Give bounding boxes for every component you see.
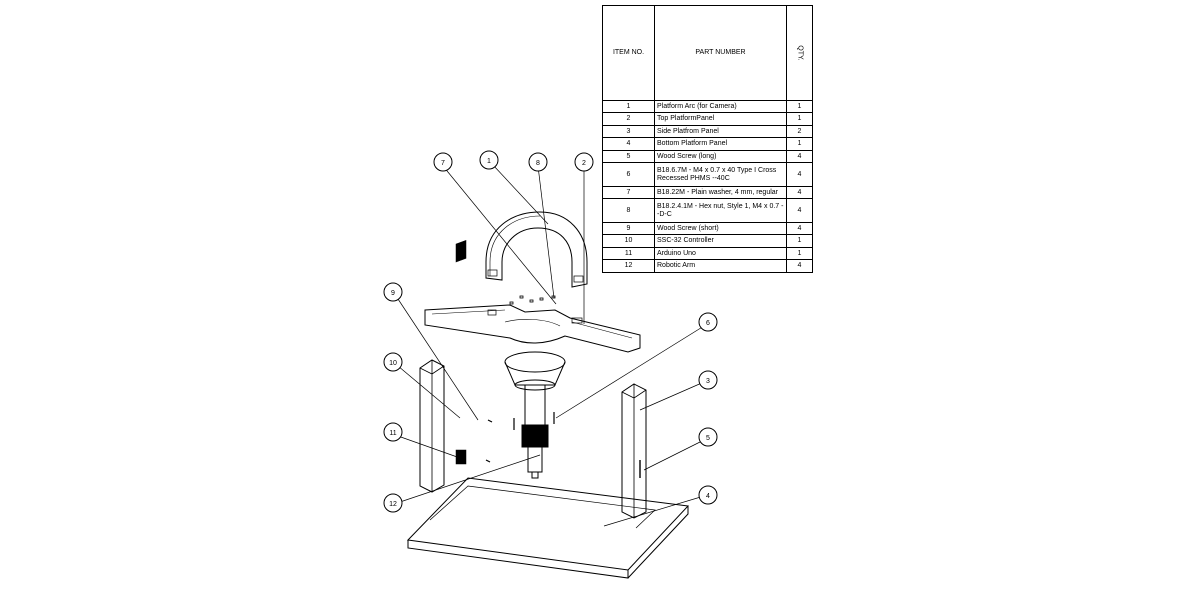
svg-text:9: 9	[391, 290, 395, 297]
qty-cell: 4	[786, 259, 813, 273]
item-no-cell: 5	[602, 149, 655, 164]
balloon-6: 6	[698, 312, 718, 332]
qty-cell: 4	[786, 149, 813, 164]
qty-cell: 1	[786, 137, 813, 151]
item-no-header: ITEM NO.	[602, 5, 655, 101]
part-number-cell: Wood Screw (long)	[654, 149, 787, 164]
top-platform-panel-part	[424, 304, 641, 353]
balloon-11: 11	[383, 422, 403, 442]
item-no-cell: 3	[602, 124, 655, 139]
item-no-cell: 4	[602, 137, 655, 151]
qty-cell: 1	[786, 246, 813, 261]
part-number-cell: Bottom Platform Panel	[654, 137, 787, 151]
part-number-header: PART NUMBER	[654, 5, 787, 101]
screw-set	[485, 412, 555, 463]
part-number-cell: Platform Arc (for Camera)	[654, 99, 787, 114]
qty-cell: 4	[786, 198, 813, 223]
part-number-cell: Wood Screw (short)	[654, 221, 787, 236]
bom-header-row: ITEM NO. PART NUMBER QTY.	[602, 5, 813, 101]
svg-text:6: 6	[706, 320, 710, 327]
qty-cell: 4	[786, 162, 813, 187]
svg-text:5: 5	[706, 435, 710, 442]
svg-text:2: 2	[582, 160, 586, 167]
part-number-cell: B18.22M - Plain washer, 4 mm, regular	[654, 185, 787, 200]
part-number-cell: B18.6.7M - M4 x 0.7 x 40 Type I Cross Re…	[654, 162, 787, 187]
balloon-12: 12	[383, 493, 403, 513]
item-no-cell: 12	[602, 259, 655, 273]
item-no-cell: 10	[602, 234, 655, 248]
item-no-cell: 11	[602, 246, 655, 261]
part-number-cell: Arduino Uno	[654, 246, 787, 261]
svg-text:11: 11	[389, 430, 396, 437]
balloon-4: 4	[698, 485, 718, 505]
qty-cell: 1	[786, 234, 813, 248]
side-platform-panel-right-part	[621, 383, 647, 519]
qty-cell: 1	[786, 99, 813, 114]
qty-cell: 1	[786, 112, 813, 126]
part-number-cell: B18.2.4.1M - Hex nut, Style 1, M4 x 0.7 …	[654, 198, 787, 223]
svg-text:4: 4	[706, 493, 710, 500]
part-number-cell: Top PlatformPanel	[654, 112, 787, 126]
balloon-3: 3	[698, 370, 718, 390]
qty-cell: 2	[786, 124, 813, 139]
svg-text:1: 1	[487, 158, 491, 165]
svg-text:12: 12	[389, 501, 397, 508]
item-no-cell: 6	[602, 162, 655, 187]
svg-text:10: 10	[389, 360, 397, 367]
side-platform-panel-left-part	[419, 359, 445, 493]
qty-cell: 4	[786, 221, 813, 236]
item-no-cell: 1	[602, 99, 655, 114]
balloon-9: 9	[383, 282, 403, 302]
fastener-group-top	[509, 295, 556, 305]
balloon-5: 5	[698, 427, 718, 447]
item-no-cell: 2	[602, 112, 655, 126]
platform-arc-part	[485, 211, 588, 288]
controller-boards	[455, 240, 467, 465]
part-number-cell: SSC-32 Controller	[654, 234, 787, 248]
part-number-cell: Side Platfrom Panel	[654, 124, 787, 139]
bottom-platform-panel-part	[406, 477, 690, 579]
balloon-2: 2	[574, 152, 594, 172]
balloon-10: 10	[383, 352, 403, 372]
item-no-cell: 9	[602, 221, 655, 236]
qty-header: QTY.	[786, 5, 813, 101]
item-no-cell: 8	[602, 198, 655, 223]
robotic-arm-part	[504, 351, 566, 479]
svg-text:8: 8	[536, 160, 540, 167]
leader-lines	[395, 164, 705, 527]
balloon-1: 1	[479, 150, 499, 170]
item-no-cell: 7	[602, 185, 655, 200]
balloon-7: 7	[433, 152, 453, 172]
part-number-cell: Robotic Arm	[654, 259, 787, 273]
svg-text:7: 7	[441, 160, 445, 167]
balloon-8: 8	[528, 152, 548, 172]
svg-text:3: 3	[706, 378, 710, 385]
qty-cell: 4	[786, 185, 813, 200]
